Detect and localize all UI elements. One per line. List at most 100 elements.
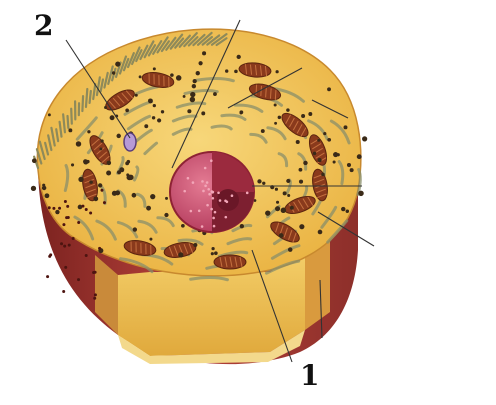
granule: [187, 109, 191, 113]
granule: [55, 210, 59, 214]
granule: [225, 69, 228, 72]
granule: [78, 177, 83, 182]
granule: [257, 179, 261, 183]
granule: [274, 122, 277, 125]
membrane-pore: [94, 293, 97, 296]
granule: [211, 247, 214, 250]
chromatin-dot: [214, 211, 217, 214]
granule: [112, 71, 115, 74]
granule: [89, 180, 93, 184]
granule: [125, 109, 129, 113]
microvillus: [71, 109, 72, 124]
granule: [299, 168, 303, 172]
granule: [153, 67, 156, 70]
granule: [286, 108, 289, 111]
membrane-pore: [52, 207, 55, 210]
granule: [193, 243, 197, 247]
chromatin-dot: [201, 225, 204, 228]
granule: [116, 134, 120, 138]
membrane-pore: [48, 255, 51, 258]
granule: [106, 171, 111, 176]
membrane-pore: [103, 201, 106, 204]
granule: [318, 158, 322, 162]
granule: [192, 84, 196, 88]
chromatin-dot: [192, 181, 195, 184]
membrane-pore: [72, 237, 75, 240]
granule: [313, 152, 316, 155]
granule: [170, 73, 174, 77]
granule: [234, 70, 238, 74]
granule: [278, 116, 281, 119]
granule: [76, 141, 81, 146]
granule: [318, 230, 323, 235]
granule: [346, 210, 349, 213]
granule: [139, 75, 142, 78]
membrane-pore: [63, 245, 66, 248]
granule: [190, 92, 195, 97]
granule: [132, 193, 137, 198]
chromatin-dot: [246, 192, 249, 195]
granule: [344, 125, 348, 129]
granule: [341, 207, 345, 211]
granule: [71, 163, 74, 166]
granule: [303, 161, 307, 165]
granule: [211, 252, 214, 255]
granule: [157, 118, 161, 122]
granule: [178, 252, 183, 257]
granule: [176, 75, 182, 81]
chromatin-dot: [202, 190, 205, 193]
membrane-pore: [85, 254, 88, 257]
granule: [299, 180, 303, 184]
membrane-pore: [66, 205, 69, 208]
membrane-pore: [60, 242, 63, 245]
mitochondrion: [214, 255, 246, 269]
granule: [202, 51, 206, 55]
chromatin-dot: [211, 190, 214, 193]
granule: [48, 113, 51, 116]
granule: [276, 70, 279, 73]
granule: [183, 95, 186, 98]
membrane-pore: [81, 205, 84, 208]
granule: [149, 238, 152, 241]
granule: [337, 153, 340, 156]
chromatin-dot: [198, 209, 201, 212]
chromatin-dot: [207, 188, 210, 191]
label-number-1: 1: [300, 362, 319, 390]
granule: [190, 97, 195, 102]
chromatin-dot: [212, 217, 215, 220]
chromatin-dot: [206, 204, 209, 207]
chromatin-dot: [210, 159, 213, 162]
granule: [327, 138, 331, 142]
granule: [83, 159, 87, 163]
granule: [164, 213, 168, 217]
granule: [68, 128, 72, 132]
granule: [214, 251, 218, 255]
granule: [265, 210, 270, 215]
granule: [196, 71, 200, 75]
granule: [333, 160, 336, 163]
granule: [152, 116, 155, 119]
granule: [317, 139, 320, 142]
granule: [323, 132, 326, 135]
granule: [98, 183, 102, 187]
granule: [107, 161, 112, 166]
chromatin-dot: [208, 193, 211, 196]
microvillus: [68, 116, 69, 128]
microvillus: [86, 89, 87, 107]
granule: [146, 206, 151, 211]
membrane-pore: [77, 221, 80, 224]
chromatin-dot: [219, 199, 222, 202]
microvillus: [82, 96, 83, 111]
granule: [262, 182, 265, 185]
granule: [276, 201, 279, 204]
membrane-pore: [48, 206, 51, 209]
chromatin-dot: [226, 200, 229, 203]
granule: [201, 111, 205, 115]
chromatin-dot: [213, 225, 216, 228]
granule: [301, 114, 305, 118]
granule: [112, 191, 117, 196]
membrane-pore: [94, 271, 97, 274]
granule: [296, 140, 300, 144]
membrane-pore: [58, 207, 61, 210]
